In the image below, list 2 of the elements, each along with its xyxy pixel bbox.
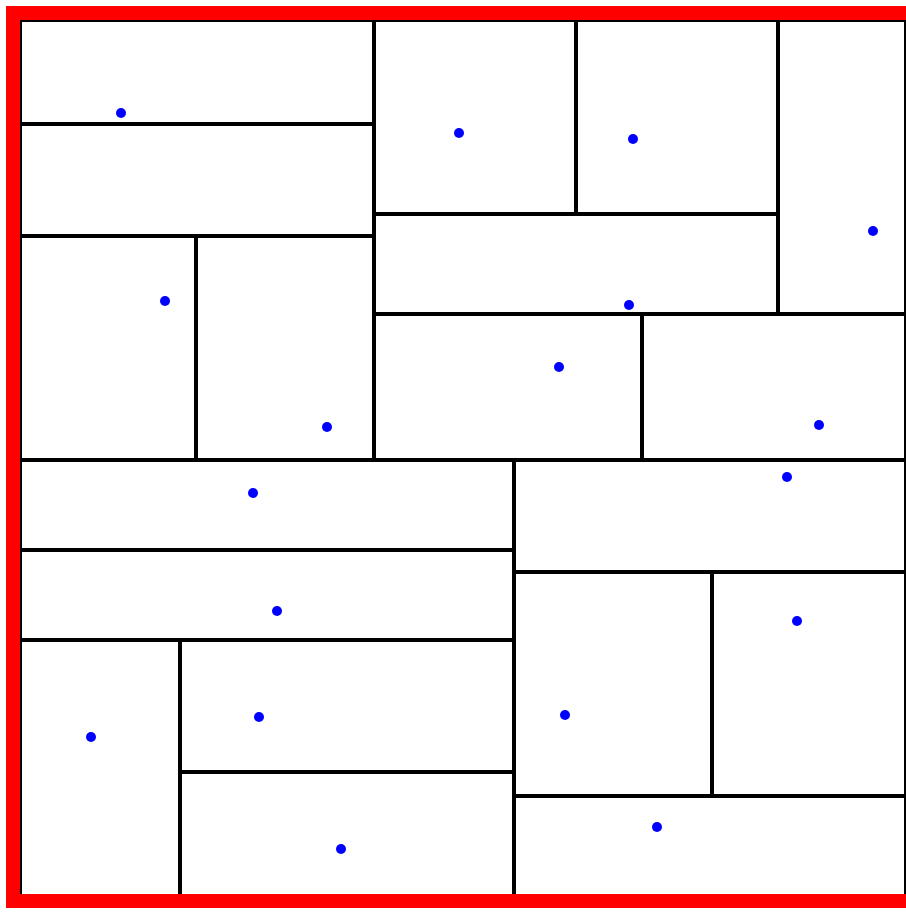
rectangle-region (18, 18, 376, 126)
rectangle-region (776, 18, 906, 316)
